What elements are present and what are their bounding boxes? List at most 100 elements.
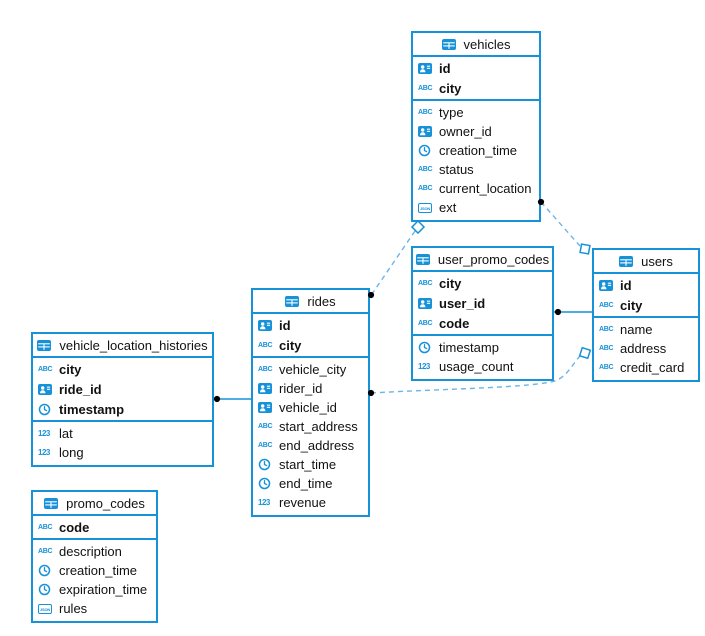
- field-name: code: [59, 519, 90, 535]
- table-header[interactable]: vehicles: [413, 33, 539, 57]
- table-icon: [441, 38, 459, 50]
- table-header[interactable]: vehicle_location_histories: [33, 334, 212, 358]
- field-name: timestamp: [439, 340, 499, 355]
- edge-dot: [554, 308, 562, 316]
- field-row: rider_id: [253, 379, 368, 398]
- table-header[interactable]: promo_codes: [33, 492, 156, 516]
- field-name: creation_time: [59, 563, 138, 578]
- table-icon: [44, 497, 61, 509]
- edge-diamond-marker: [410, 219, 426, 235]
- json-type-icon: JSON: [38, 603, 55, 614]
- edge-square-marker: [579, 243, 591, 255]
- field-row: creation_time: [413, 141, 539, 160]
- field-row: ABC code: [33, 517, 156, 537]
- table-title: rides: [307, 293, 336, 309]
- field-name: usage_count: [439, 359, 514, 374]
- field-name: lat: [59, 426, 73, 441]
- field-row: id: [253, 315, 368, 335]
- field-name: end_address: [279, 438, 355, 453]
- field-name: timestamp: [59, 401, 125, 417]
- field-name: vehicle_city: [279, 362, 347, 377]
- field-name: code: [439, 315, 470, 331]
- field-name: city: [620, 297, 643, 313]
- text-type-icon: ABC: [258, 341, 273, 349]
- table-title: promo_codes: [66, 495, 145, 511]
- number-type-icon: 123: [258, 497, 270, 507]
- table-title: vehicle_location_histories: [59, 337, 208, 353]
- field-row: 123 lat: [33, 424, 212, 443]
- clock-icon: [258, 477, 275, 490]
- field-row: ABC city: [33, 359, 212, 379]
- field-name: city: [59, 361, 82, 377]
- field-name: id: [439, 60, 451, 76]
- edge-diamond-marker: [578, 346, 592, 360]
- text-type-icon: ABC: [258, 442, 273, 449]
- text-type-icon: ABC: [418, 185, 433, 192]
- table-header[interactable]: users: [594, 250, 698, 274]
- field-name: creation_time: [439, 143, 518, 158]
- text-type-icon: ABC: [599, 364, 614, 371]
- field-row: ABC name: [594, 320, 698, 339]
- clock-icon: [418, 144, 435, 157]
- field-row: ride_id: [33, 379, 212, 399]
- field-name: type: [439, 105, 464, 120]
- field-row: JSON ext: [413, 198, 539, 217]
- table-header[interactable]: user_promo_codes: [413, 248, 552, 272]
- text-type-icon: ABC: [418, 84, 433, 92]
- field-row: 123 revenue: [253, 493, 368, 512]
- field-name: revenue: [279, 495, 326, 510]
- table-icon: [37, 339, 54, 351]
- field-name: owner_id: [439, 124, 492, 139]
- field-row: owner_id: [413, 122, 539, 141]
- field-row: creation_time: [33, 561, 156, 580]
- table-header[interactable]: rides: [253, 290, 368, 314]
- table-icon: [415, 253, 433, 265]
- field-row: vehicle_id: [253, 398, 368, 417]
- text-type-icon: ABC: [599, 345, 614, 352]
- text-type-icon: ABC: [38, 365, 53, 373]
- text-type-icon: ABC: [599, 326, 614, 333]
- id-type-icon: [418, 62, 435, 74]
- clock-icon: [38, 403, 55, 416]
- text-type-icon: ABC: [418, 166, 433, 173]
- id-type-icon: [418, 297, 435, 309]
- id-type-icon: [38, 383, 55, 395]
- table-vehicle-location-histories[interactable]: vehicle_location_histories ABC city ride_…: [31, 332, 214, 467]
- field-name: ext: [439, 200, 457, 215]
- field-name: id: [620, 277, 632, 293]
- field-name: status: [439, 162, 474, 177]
- field-row: timestamp: [33, 399, 212, 419]
- field-name: name: [620, 322, 653, 337]
- number-type-icon: 123: [418, 361, 430, 371]
- field-row: 123 usage_count: [413, 357, 552, 376]
- table-title: vehicles: [463, 36, 511, 52]
- field-name: start_address: [279, 419, 358, 434]
- id-type-icon: [258, 383, 275, 394]
- json-type-icon: JSON: [418, 202, 435, 213]
- field-name: end_time: [279, 476, 333, 491]
- field-row: user_id: [413, 293, 552, 313]
- clock-icon: [38, 583, 55, 596]
- table-title: users: [641, 253, 673, 269]
- field-name: ride_id: [59, 381, 102, 397]
- number-type-icon: 123: [38, 428, 50, 438]
- text-type-icon: ABC: [38, 523, 53, 531]
- field-name: description: [59, 544, 122, 559]
